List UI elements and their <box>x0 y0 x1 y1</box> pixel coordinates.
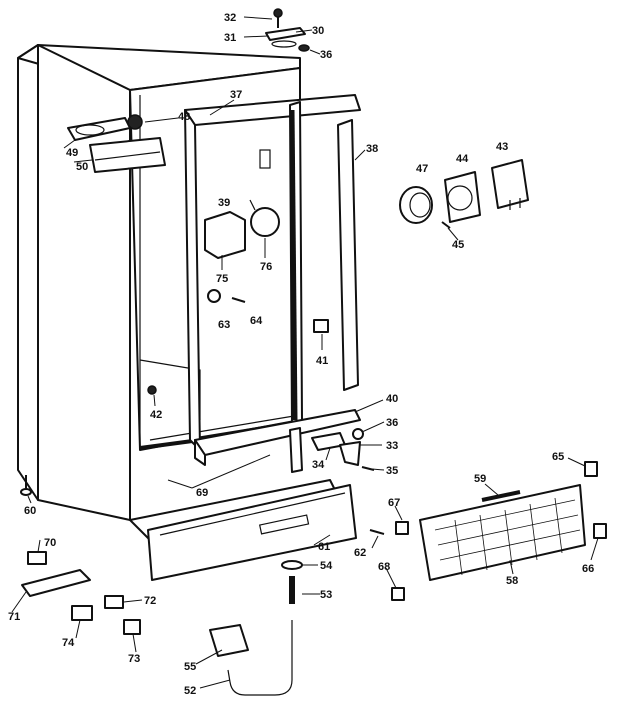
control-housing <box>67 114 166 173</box>
callout-38-strip: 38 <box>366 143 378 155</box>
callout-65: 65 <box>552 451 564 463</box>
callout-67: 67 <box>388 497 400 509</box>
callout-33: 33 <box>386 440 398 452</box>
top-hinge-parts <box>265 8 310 52</box>
callout-55: 55 <box>184 661 196 673</box>
callout-40: 40 <box>386 393 398 405</box>
callout-39: 39 <box>218 197 230 209</box>
callout-42: 42 <box>150 409 162 421</box>
callout-60: 60 <box>24 505 36 517</box>
callout-73: 73 <box>128 653 140 665</box>
drain-tube <box>209 560 303 696</box>
callout-44: 44 <box>456 153 469 165</box>
drain-parts <box>21 551 141 635</box>
callout-54: 54 <box>320 560 333 572</box>
callout-43: 43 <box>496 141 508 153</box>
callout-70: 70 <box>44 537 56 549</box>
toe-grille <box>147 484 357 581</box>
callout-45: 45 <box>452 239 464 251</box>
callout-49: 49 <box>66 147 78 159</box>
callout-50: 50 <box>76 161 88 173</box>
thermostat-assembly <box>204 199 280 303</box>
callout-75: 75 <box>216 273 228 285</box>
callout-59: 59 <box>474 473 486 485</box>
light-assembly <box>399 159 529 229</box>
callout-labels: 32 30 31 36 37 38 48 49 50 39 75 76 47 4… <box>8 12 594 697</box>
callout-34: 34 <box>312 459 325 471</box>
callout-68: 68 <box>378 561 390 573</box>
callout-69: 69 <box>196 487 208 499</box>
callout-52: 52 <box>184 685 196 697</box>
leveling-leg <box>20 475 32 496</box>
callout-74: 74 <box>62 637 75 649</box>
leader-lines <box>11 16 599 689</box>
callout-35: 35 <box>386 465 398 477</box>
callout-47: 47 <box>416 163 428 175</box>
callout-53: 53 <box>320 589 332 601</box>
callout-48: 48 <box>178 111 190 123</box>
callout-66: 66 <box>582 563 594 575</box>
callout-36-top: 36 <box>320 49 332 61</box>
callout-31: 31 <box>224 32 236 44</box>
callout-36-lower: 36 <box>386 417 398 429</box>
callout-32: 32 <box>224 12 236 24</box>
lower-hinge-parts <box>311 428 375 471</box>
callout-41: 41 <box>316 355 328 367</box>
callout-30: 30 <box>312 25 324 37</box>
callout-37: 37 <box>230 89 242 101</box>
callout-71: 71 <box>8 611 20 623</box>
callout-76: 76 <box>260 261 272 273</box>
bottom-frame <box>194 409 361 473</box>
callout-61: 61 <box>318 541 330 553</box>
callout-63: 63 <box>218 319 230 331</box>
freezer-basket <box>369 461 607 601</box>
callout-58: 58 <box>506 575 518 587</box>
callout-62: 62 <box>354 547 366 559</box>
callout-64: 64 <box>250 315 263 327</box>
door-stop-41 <box>313 319 329 333</box>
door-gasket-strip <box>337 119 359 391</box>
callout-72: 72 <box>144 595 156 607</box>
